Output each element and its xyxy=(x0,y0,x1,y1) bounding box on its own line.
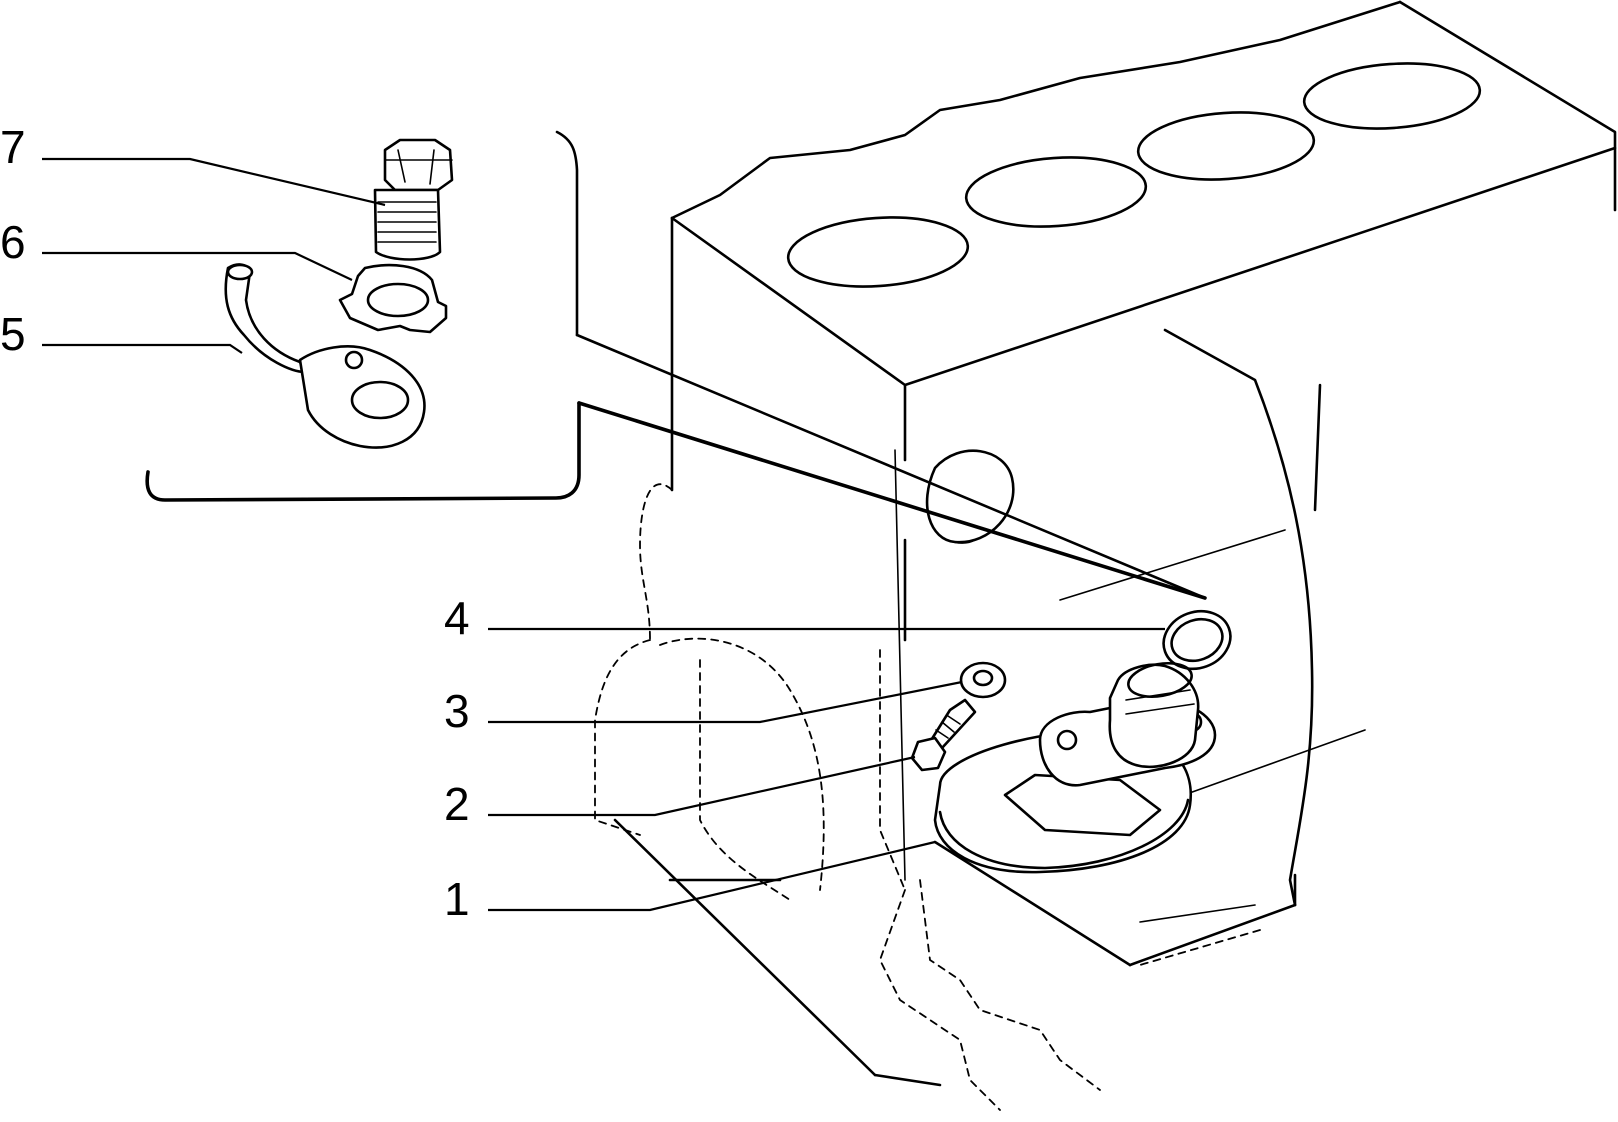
detail-inset-frame xyxy=(145,130,1207,600)
callout-1: 1 xyxy=(444,873,470,925)
callout-7: 7 xyxy=(0,121,26,173)
washer-plate xyxy=(338,263,448,334)
callout-5: 5 xyxy=(0,308,26,360)
small-washer xyxy=(959,661,1007,699)
callout-2: 2 xyxy=(444,778,470,830)
filter-support xyxy=(933,661,1217,874)
callout-labels: 7 6 5 4 3 2 1 xyxy=(0,121,470,925)
bolt xyxy=(910,698,977,772)
leader-lines xyxy=(42,157,1165,912)
leader-6 xyxy=(42,251,353,281)
callout-6: 6 xyxy=(0,216,26,268)
engine-block xyxy=(594,0,1617,1111)
oil-pipe xyxy=(224,263,426,449)
leader-7 xyxy=(42,157,386,207)
banjo-bolt xyxy=(373,138,454,261)
sealing-ring xyxy=(1162,609,1232,671)
callout-4: 4 xyxy=(444,592,470,644)
callout-3: 3 xyxy=(444,685,470,737)
leader-5 xyxy=(42,343,243,354)
leader-2 xyxy=(488,755,916,817)
leader-3 xyxy=(488,680,963,724)
leader-1 xyxy=(488,840,936,912)
